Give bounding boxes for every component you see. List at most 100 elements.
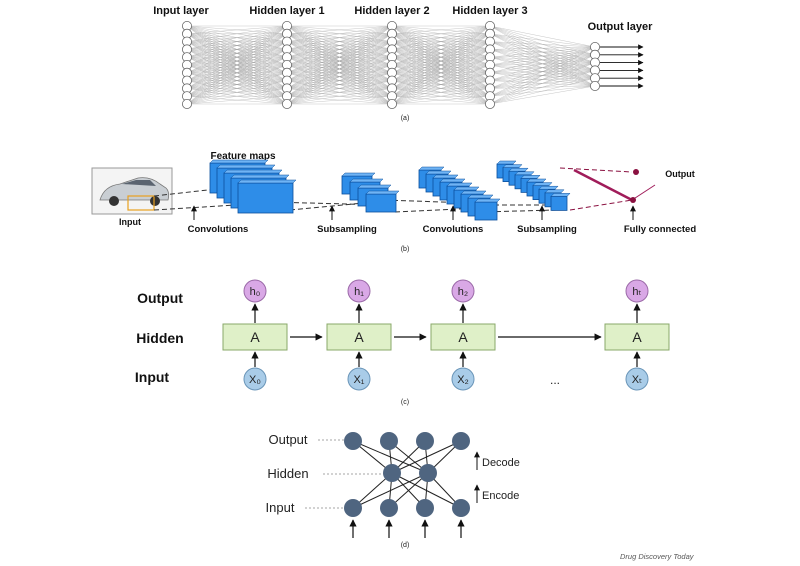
connection-line <box>286 80 393 105</box>
rnn-cell <box>222 323 288 351</box>
ae-dotted-guides <box>305 439 383 509</box>
neuron-node-layer-4 <box>590 81 601 92</box>
connection-line <box>391 41 491 105</box>
layer-label-input: Input layer <box>153 5 209 17</box>
connection-line <box>489 41 596 48</box>
feature-maps-label: Feature maps <box>210 151 275 162</box>
rnn-cell-label: A <box>354 329 364 345</box>
input-label: Input <box>119 217 141 227</box>
connection-line <box>286 25 393 81</box>
connection-line <box>186 64 288 105</box>
panel-d-autoencoder: Output Hidden Input Decode Encode (d) <box>266 432 520 549</box>
connection-line <box>286 88 393 105</box>
stage-subsampling-2: Subsampling <box>517 224 577 235</box>
connection-line <box>489 25 596 48</box>
ae-row-label-output: Output <box>268 432 307 447</box>
connection-line <box>391 25 491 50</box>
output-label: Output <box>665 169 695 179</box>
conv2-map-top-face <box>425 170 452 175</box>
panel-a-output-arrows <box>600 44 644 89</box>
fully-connected-line <box>573 168 633 202</box>
connection-line <box>391 57 491 105</box>
subsample1-map-top-face <box>357 184 392 189</box>
connection-line <box>186 25 288 58</box>
connection-line <box>186 57 288 105</box>
ae-output-node <box>452 432 470 450</box>
conv2-map-top-face <box>446 182 473 187</box>
connection-line <box>186 96 288 105</box>
fully-connected-link <box>631 184 656 201</box>
conv2-map-top-face <box>432 174 459 179</box>
caption-b: (b) <box>401 246 410 253</box>
subsample2-map-top-face <box>520 175 541 179</box>
connection-line <box>286 25 393 42</box>
conv2-map-top-face <box>418 166 445 171</box>
connection-line <box>489 46 596 89</box>
connection-line <box>391 49 491 105</box>
subsample1-map-top-face <box>365 190 400 195</box>
subsample2-map-top-face <box>508 167 529 172</box>
connection-line <box>391 96 491 105</box>
connection-line <box>489 46 596 97</box>
rnn-row-label-output: Output <box>137 290 183 306</box>
decode-label: Decode <box>482 457 520 469</box>
neuron-node-layer-3 <box>484 99 495 110</box>
neuron-node-layer-2 <box>386 99 397 110</box>
stage-fully-connected: Fully connected <box>624 224 697 235</box>
connection-line <box>489 62 596 105</box>
panel-a-feedforward: Input layer Hidden layer 1 Hidden layer … <box>153 5 653 122</box>
ae-output-node <box>416 432 434 450</box>
panel-b-cnn: Input Feature maps Output <box>91 151 697 253</box>
connection-line <box>286 25 393 105</box>
ae-hidden-node <box>419 464 437 482</box>
connection-line <box>186 25 288 34</box>
connection-line <box>489 70 596 105</box>
conv1-map-top-face <box>216 164 276 169</box>
neuron-node-layer-0 <box>181 99 192 110</box>
encode-label: Encode <box>482 490 519 502</box>
caption-c: (c) <box>401 399 409 406</box>
ae-output-node <box>344 432 362 450</box>
connection-line <box>489 46 596 81</box>
connection-line <box>286 25 393 97</box>
ae-output-node <box>380 432 398 450</box>
neuron-node-layer-1 <box>281 99 292 110</box>
connection-line <box>489 46 596 66</box>
layer-label-output: Output layer <box>588 21 654 33</box>
connection-line <box>489 46 596 105</box>
conv2-map-top-face <box>439 178 466 183</box>
rnn-input-node <box>451 367 475 391</box>
subsample2-map-top-face <box>526 178 547 183</box>
subsample2-map-top-face <box>496 160 517 165</box>
connection-line <box>286 72 393 105</box>
connection-line <box>186 25 288 105</box>
connection-line <box>489 33 596 48</box>
connection-line <box>186 72 288 105</box>
connection-line <box>286 25 393 66</box>
rnn-output-node <box>451 279 475 303</box>
connection-line <box>489 78 596 105</box>
connection-line <box>286 25 393 89</box>
conv1-map-top-face <box>209 159 269 164</box>
connection-line <box>489 85 596 105</box>
ae-hidden-node <box>383 464 401 482</box>
connection-line <box>391 33 491 105</box>
connection-line <box>489 46 596 50</box>
subsample2-map-top-face <box>532 182 553 186</box>
conv1-map <box>237 182 294 214</box>
rnn-input-label: X₁ <box>353 374 364 386</box>
ae-row-label-input: Input <box>266 500 295 515</box>
connection-line <box>286 64 393 105</box>
rnn-input-node <box>347 367 371 391</box>
rnn-ellipsis: ... <box>550 373 560 387</box>
rnn-input-label: X₀ <box>249 374 261 386</box>
connection-line <box>286 25 393 73</box>
panel-a-connections <box>186 25 596 105</box>
connection-line <box>391 25 491 58</box>
connection-line <box>186 25 288 73</box>
fc-node-top <box>633 169 639 175</box>
subsample2-map-top-face <box>544 189 565 194</box>
